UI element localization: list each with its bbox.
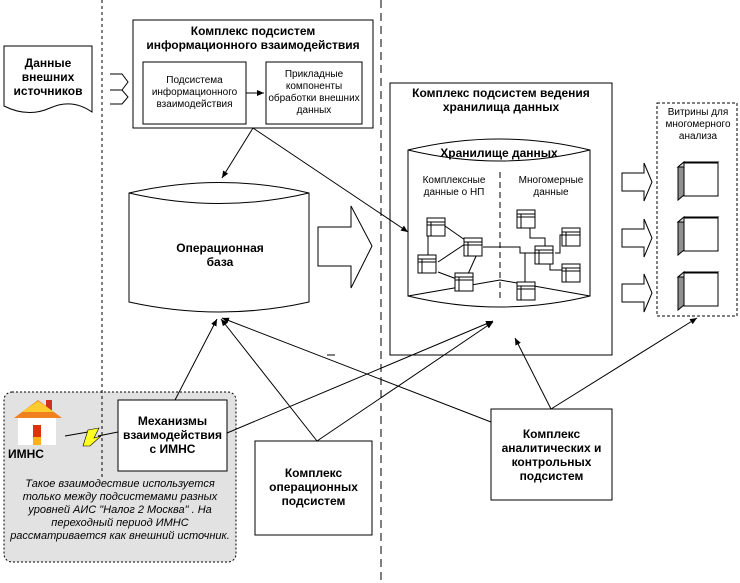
- table-icon: [516, 281, 536, 301]
- lightning-icon: [64, 427, 119, 447]
- showcases-title: Витрины для многомерного анализа: [665, 107, 731, 142]
- warehouse-complex-title: Комплекс подсистем ведения хранилища дан…: [412, 86, 590, 114]
- complex-data-label: Комплексные данные о НП: [422, 175, 486, 198]
- cube-icon: [676, 215, 720, 257]
- er-schema: [417, 209, 581, 301]
- storage-title: Хранилище данных: [440, 146, 558, 160]
- table-icon: [516, 209, 536, 229]
- er-link: [467, 253, 478, 275]
- connectors: [174, 127, 698, 442]
- operational-complex-box: [254, 440, 373, 536]
- table-icon: [454, 272, 474, 292]
- table-icon: [417, 254, 437, 274]
- operational-complex-label: Комплекс операционных подсистем: [269, 466, 358, 508]
- er-link: [437, 243, 466, 263]
- applied-components-box: [265, 61, 363, 125]
- table-icon: [463, 237, 483, 257]
- applied-components-label: Прикладные компоненты обработки внешних …: [268, 69, 360, 116]
- showcase-cubes: [676, 160, 720, 312]
- operational-db-label: Операционная база: [176, 241, 264, 269]
- info-subsystem-box: [142, 61, 247, 125]
- er-link: [444, 225, 466, 241]
- imns-label: ИМНС: [8, 447, 44, 461]
- external-sources-label: Данные внешних источников: [13, 56, 83, 98]
- info-subsystem-label: Подсистема информационного взаимодействи…: [151, 75, 238, 110]
- table-icon: [534, 245, 554, 265]
- er-link: [483, 246, 535, 254]
- input-arrow-icon: [110, 73, 129, 105]
- analytic-complex-box: [490, 408, 613, 501]
- imns-note-text: Такое взаимодествие используется только …: [10, 478, 230, 542]
- cube-icon: [676, 270, 720, 312]
- er-link: [529, 226, 546, 248]
- er-link: [549, 262, 565, 271]
- info-complex-title: Комплекс подсистем информационного взаим…: [146, 24, 360, 52]
- analytic-complex-label: Комплекс аналитических и контрольных под…: [501, 427, 602, 483]
- table-icon: [426, 217, 446, 237]
- cube-icon: [676, 160, 720, 202]
- big-arrow-icon: [317, 205, 373, 289]
- table-icon: [561, 227, 581, 247]
- external-sources-shape: [3, 45, 93, 113]
- multidim-data-label: Многомерные данные: [518, 175, 584, 198]
- table-icon: [561, 263, 581, 283]
- mechanisms-label: Механизмы взаимодействия с ИМНС: [122, 414, 223, 456]
- mechanisms-box: [117, 399, 228, 472]
- house-icon: [14, 400, 62, 445]
- operational-db-cylinder: [128, 182, 310, 313]
- showcase-arrows: [621, 162, 653, 313]
